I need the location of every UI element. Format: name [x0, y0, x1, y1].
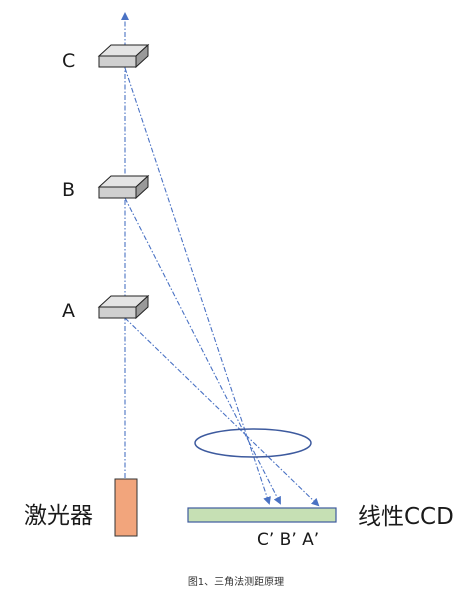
laser-emitter	[114, 478, 138, 537]
ccd-sensor	[187, 507, 337, 523]
reflected-beam-a	[124, 317, 320, 507]
reflected-beam-b	[124, 197, 281, 505]
figure-caption: 图1、三角法测距原理	[188, 575, 284, 588]
target-block-b	[97, 174, 150, 200]
target-block-c	[97, 43, 150, 69]
ccd-image-points: C’ B’ A’	[257, 530, 319, 550]
position-label-c: C	[62, 50, 75, 72]
position-label-a: A	[62, 300, 75, 322]
ccd-label: 线性CCD	[358, 504, 454, 530]
lens	[194, 428, 312, 458]
reflected-beam-c	[124, 67, 271, 505]
laser-label: 激光器	[24, 503, 93, 529]
target-block-a	[97, 294, 150, 320]
position-label-b: B	[62, 179, 75, 201]
